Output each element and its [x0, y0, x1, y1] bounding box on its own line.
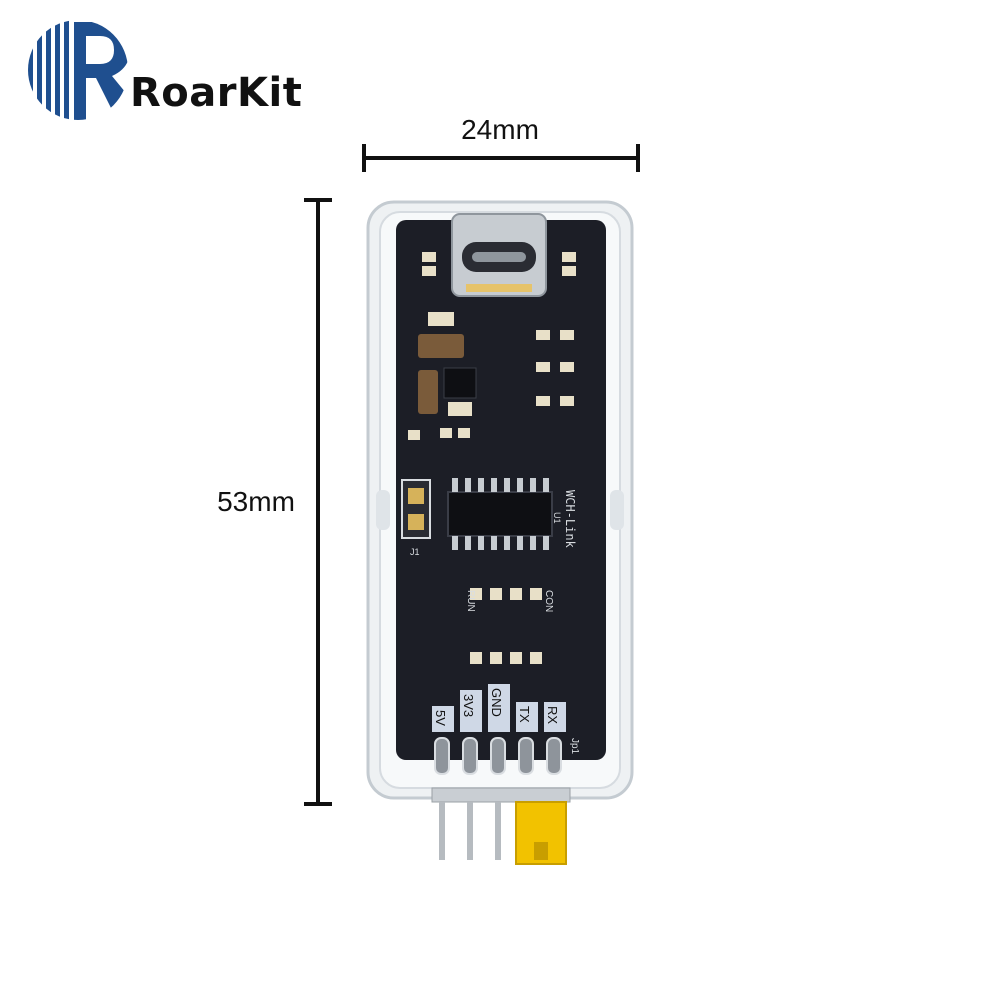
pin-gnd-label: GND [489, 688, 504, 717]
jumper-cap[interactable] [515, 801, 567, 865]
height-label: 53mm [217, 486, 295, 517]
width-dimension-line [362, 144, 640, 172]
roarkit-logo-icon [26, 18, 130, 122]
pin-labels: 5V 3V3 GND TX RX Jp1 [432, 684, 580, 755]
pin-tx-label: TX [517, 706, 532, 723]
j1-label: J1 [410, 547, 420, 557]
pin-5v-label: 5V [433, 710, 448, 726]
j1-connector: J1 [401, 479, 431, 557]
header-label: Jp1 [569, 738, 580, 755]
width-label: 24mm [461, 114, 539, 145]
regulator-u2 [443, 367, 477, 399]
chip-u1: WCH-Link U1 [447, 478, 577, 550]
led-con-label: CON [543, 590, 554, 612]
wch-link-board: J1 WCH-Link U1 RUN CON 5V [366, 200, 634, 865]
led-run-label: RUN [465, 590, 476, 612]
brand-name: RoarKit [130, 70, 303, 116]
capacitor-c3 [418, 334, 464, 358]
chip-label: U1 [552, 512, 562, 524]
pin-3v3-label: 3V3 [461, 694, 476, 717]
pin-rx-label: RX [545, 706, 560, 724]
capacitor-c4 [418, 370, 438, 414]
board-model-label: WCH-Link [563, 490, 577, 549]
height-dimension-line [304, 198, 332, 806]
